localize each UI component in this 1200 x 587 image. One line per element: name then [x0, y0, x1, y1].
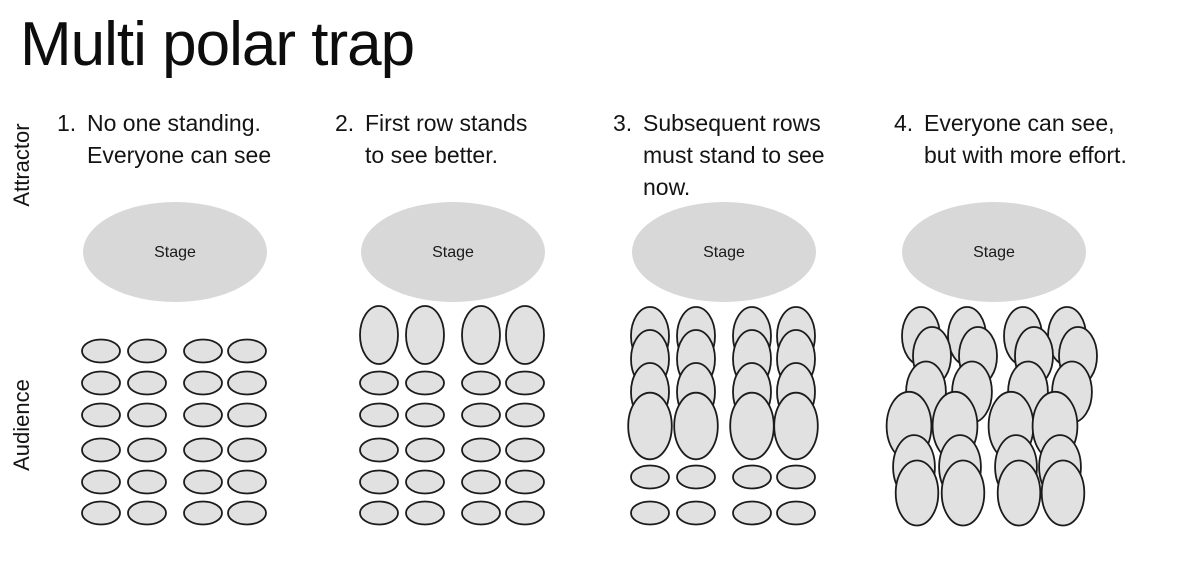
audience-member-sitting: [676, 500, 716, 526]
audience-member-sitting: [405, 370, 445, 396]
audience-member-sitting: [127, 469, 167, 495]
stage-label: Stage: [973, 244, 1015, 261]
audience-member-sitting: [359, 469, 399, 495]
panel-2-number: 2.: [335, 110, 355, 136]
audience-member-standing: [627, 391, 673, 461]
audience-member-sitting: [183, 500, 223, 526]
audience-member-sitting: [505, 469, 545, 495]
stage-label: Stage: [432, 244, 474, 261]
panel-1-number: 1.: [57, 110, 77, 136]
audience-member-sitting: [81, 437, 121, 463]
audience-member-sitting: [127, 437, 167, 463]
audience-member-sitting: [183, 338, 223, 364]
stage-ellipse: [83, 202, 267, 302]
audience-member-standing: [894, 459, 940, 527]
audience-member-sitting: [183, 402, 223, 428]
audience-member-sitting: [127, 370, 167, 396]
audience-member-sitting: [405, 437, 445, 463]
audience-member-sitting: [81, 402, 121, 428]
audience-member-sitting: [183, 437, 223, 463]
audience-member-sitting: [676, 464, 716, 490]
audience-member-sitting: [461, 500, 501, 526]
panel-1-caption-text: No one standing. Everyone can see: [87, 110, 272, 168]
audience-member-sitting: [227, 500, 267, 526]
audience-member-sitting: [461, 437, 501, 463]
audience-member-sitting: [630, 464, 670, 490]
audience-member-sitting: [127, 338, 167, 364]
audience-member-sitting: [81, 500, 121, 526]
panel-3-caption: 3. Subsequent rows must stand to see now…: [613, 107, 825, 203]
audience-member-sitting: [227, 469, 267, 495]
audience-member-sitting: [183, 469, 223, 495]
audience-member-sitting: [183, 370, 223, 396]
audience-member-sitting: [127, 500, 167, 526]
audience-group: [885, 306, 1098, 527]
panel-4-number: 4.: [894, 110, 914, 136]
audience-member-sitting: [227, 402, 267, 428]
audience-member-standing: [505, 305, 545, 365]
audience-member-sitting: [359, 500, 399, 526]
audience-member-standing: [773, 391, 819, 461]
audience-member-sitting: [776, 500, 816, 526]
audience-member-standing: [940, 459, 986, 527]
audience-member-standing: [1040, 459, 1086, 527]
audience-member-standing: [405, 305, 445, 365]
audience-member-sitting: [732, 500, 772, 526]
attractor-axis-label: Attractor: [9, 123, 34, 207]
stage-ellipse: [361, 202, 545, 302]
audience-group: [81, 338, 267, 526]
audience-member-sitting: [732, 464, 772, 490]
panel-4-caption: 4. Everyone can see, but with more effor…: [894, 107, 1127, 171]
panel-3-caption-text: Subsequent rows must stand to see now.: [643, 110, 825, 200]
panel-3-number: 3.: [613, 110, 633, 136]
stage-label: Stage: [703, 244, 745, 261]
audience-member-standing: [461, 305, 501, 365]
audience-member-sitting: [359, 437, 399, 463]
panel-2-scene: Stage: [359, 202, 545, 526]
panel-2-caption-text: First row stands to see better.: [365, 110, 528, 168]
audience-member-sitting: [505, 500, 545, 526]
audience-group: [627, 306, 819, 526]
audience-axis-label: Audience: [9, 379, 34, 471]
audience-member-sitting: [227, 437, 267, 463]
audience-member-sitting: [405, 469, 445, 495]
stage-ellipse: [632, 202, 816, 302]
audience-member-standing: [673, 391, 719, 461]
panel-1-caption: 1. No one standing. Everyone can see: [57, 107, 271, 171]
audience-member-sitting: [227, 338, 267, 364]
audience-member-standing: [996, 459, 1042, 527]
audience-member-sitting: [227, 370, 267, 396]
audience-member-sitting: [127, 402, 167, 428]
audience-member-sitting: [461, 402, 501, 428]
audience-member-standing: [729, 391, 775, 461]
panel-4-caption-text: Everyone can see, but with more effort.: [924, 110, 1127, 168]
stage-ellipse: [902, 202, 1086, 302]
audience-member-sitting: [359, 402, 399, 428]
audience-member-sitting: [405, 402, 445, 428]
panel-4-scene: Stage: [885, 202, 1098, 527]
panel-2-caption: 2. First row stands to see better.: [335, 107, 527, 171]
audience-member-sitting: [505, 437, 545, 463]
audience-member-standing: [359, 305, 399, 365]
audience-member-sitting: [776, 464, 816, 490]
audience-member-sitting: [359, 370, 399, 396]
audience-member-sitting: [81, 370, 121, 396]
audience-member-sitting: [81, 338, 121, 364]
audience-member-sitting: [630, 500, 670, 526]
audience-member-sitting: [505, 402, 545, 428]
audience-member-sitting: [505, 370, 545, 396]
audience-member-sitting: [405, 500, 445, 526]
stage-label: Stage: [154, 244, 196, 261]
diagram-title: Multi polar trap: [20, 10, 415, 79]
audience-member-sitting: [461, 370, 501, 396]
panel-1-scene: Stage: [81, 202, 267, 526]
audience-member-sitting: [461, 469, 501, 495]
panel-3-scene: Stage: [627, 202, 819, 526]
audience-group: [359, 305, 545, 526]
audience-member-sitting: [81, 469, 121, 495]
